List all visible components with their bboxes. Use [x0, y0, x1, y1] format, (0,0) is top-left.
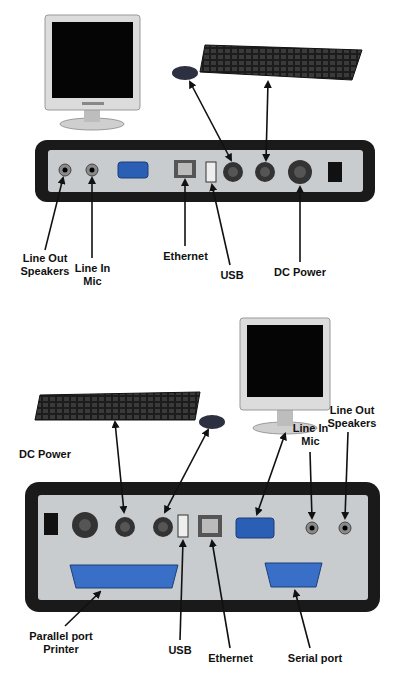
thin-client-rear	[25, 482, 380, 612]
keyboard	[200, 45, 362, 80]
thin-client-rear	[35, 140, 375, 202]
port-label: Line In Mic	[288, 422, 333, 448]
port-label: Ethernet	[203, 652, 258, 665]
port-label: DC Power	[270, 266, 330, 279]
port-label: Line Out Speakers	[322, 404, 382, 430]
keyboard	[35, 392, 200, 420]
port-label: Line In Mic	[70, 262, 115, 288]
mouse	[199, 415, 225, 429]
port-label: Parallel port Printer	[20, 630, 102, 656]
port-label: Serial port	[275, 652, 355, 665]
leader-lines	[65, 422, 348, 648]
port-label: DC Power	[15, 448, 75, 461]
monitor	[45, 15, 140, 130]
port-label: USB	[212, 269, 252, 282]
port-label: USB	[160, 644, 200, 657]
port-label: Ethernet	[158, 250, 213, 263]
monitor	[240, 318, 330, 434]
port-label: Line Out Speakers	[15, 252, 75, 278]
mouse	[172, 66, 198, 80]
leader-lines	[45, 82, 300, 265]
